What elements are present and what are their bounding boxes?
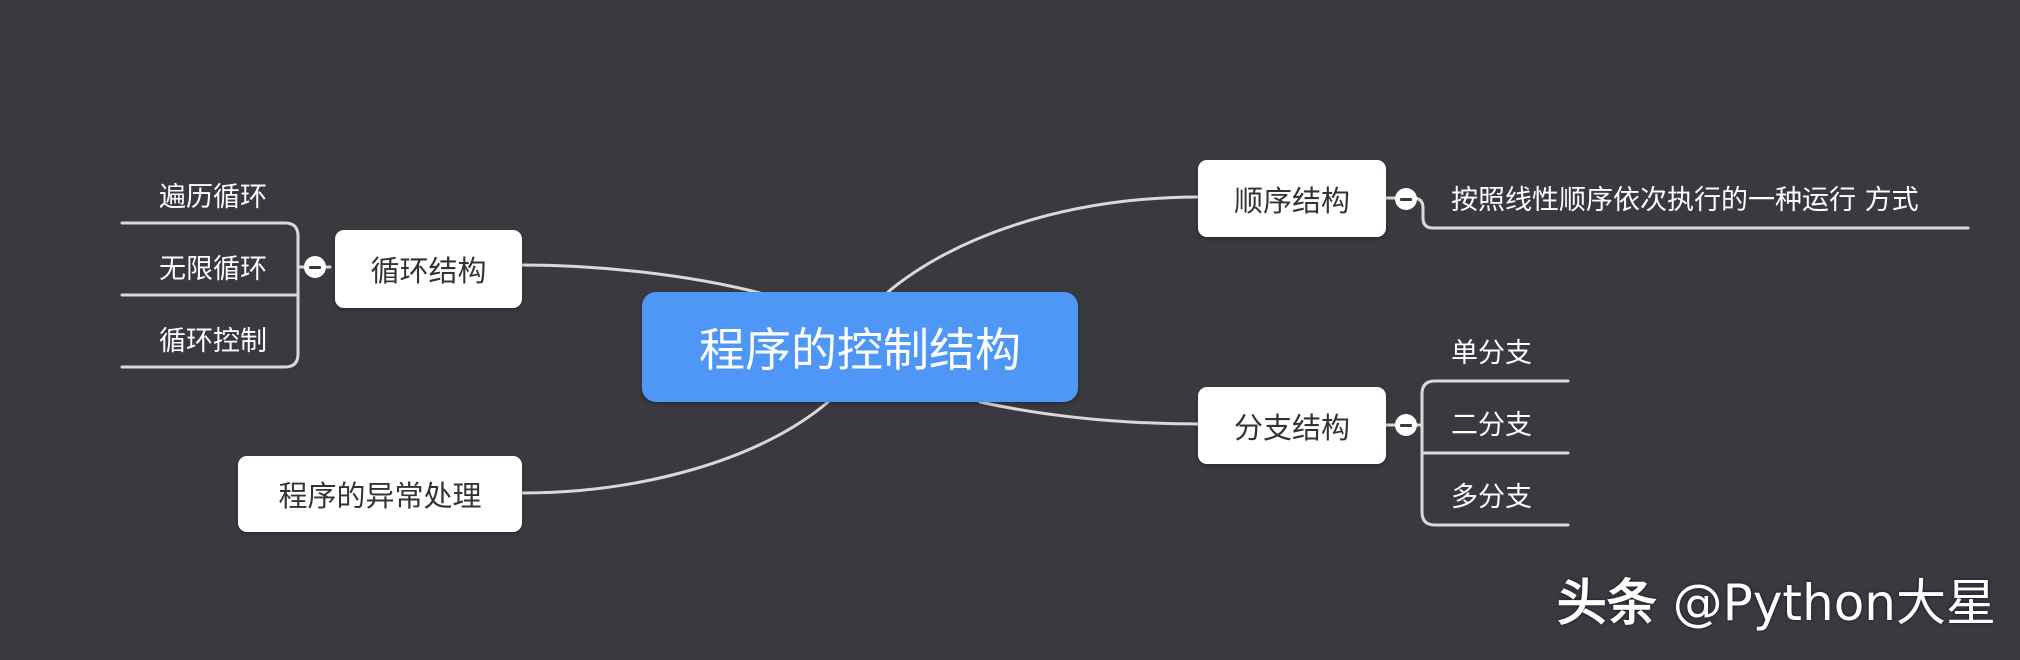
minus-circle-icon <box>1400 423 1412 427</box>
loop-collapse-button[interactable] <box>304 256 326 278</box>
minus-circle-icon <box>309 265 321 269</box>
loop-child-control[interactable]: 循环控制 <box>159 326 267 357</box>
sequence-child-description[interactable]: 按照线性顺序依次执行的一种运行 方式 <box>1451 185 1919 216</box>
sequence-structure-node[interactable]: 顺序结构 <box>1198 160 1386 237</box>
connector-root-sequence <box>886 195 1202 294</box>
branch-child-multi[interactable]: 多分支 <box>1451 482 1532 513</box>
loop-structure-node[interactable]: 循环结构 <box>335 230 522 308</box>
loop-child-infinite[interactable]: 无限循环 <box>159 254 267 285</box>
branch-structure-label: 分支结构 <box>1233 410 1350 445</box>
root-node[interactable]: 程序的控制结构 <box>642 292 1078 402</box>
connector-root-branch <box>978 400 1202 426</box>
watermark-source: 头条 <box>1556 574 1657 632</box>
sequence-collapse-button[interactable] <box>1395 188 1417 210</box>
connector-sequence-children <box>1382 196 1970 230</box>
connector-root-loop <box>520 263 762 295</box>
branch-collapse-button[interactable] <box>1395 414 1417 436</box>
exception-handling-node[interactable]: 程序的异常处理 <box>238 456 522 532</box>
connector-root-exception <box>520 400 830 495</box>
branch-child-single[interactable]: 单分支 <box>1451 338 1532 369</box>
minus-circle-icon <box>1400 197 1412 201</box>
loop-child-traverse[interactable]: 遍历循环 <box>159 182 267 213</box>
branch-structure-node[interactable]: 分支结构 <box>1198 387 1386 464</box>
loop-structure-label: 循环结构 <box>370 254 487 288</box>
sequence-structure-label: 顺序结构 <box>1233 183 1350 218</box>
watermark-handle: @Python大星 <box>1672 574 1996 632</box>
branch-child-double[interactable]: 二分支 <box>1451 410 1532 441</box>
root-label: 程序的控制结构 <box>699 323 1021 377</box>
exception-handling-label: 程序的异常处理 <box>278 479 482 513</box>
watermark: 头条 @Python大星 <box>1557 578 1996 628</box>
